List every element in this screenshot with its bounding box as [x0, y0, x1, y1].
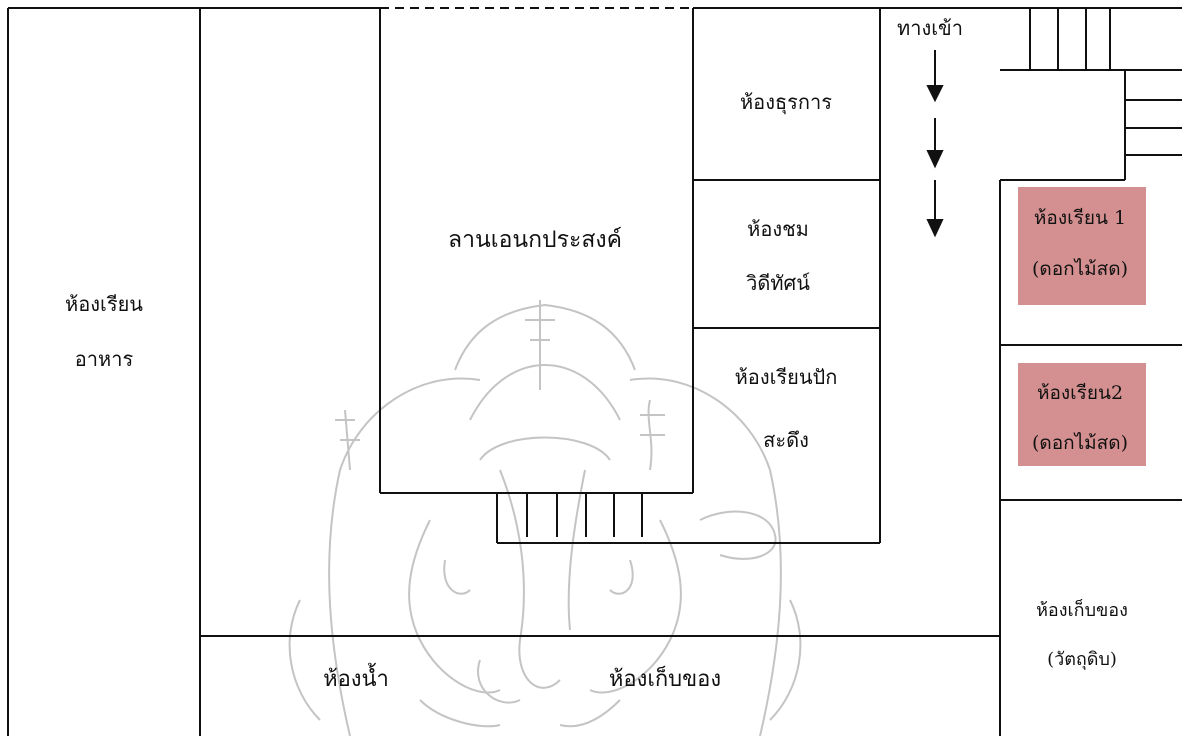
office-label: ห้องธุรการ: [740, 90, 832, 115]
video-room-label-line1: ห้องชม: [747, 217, 809, 241]
video-room-label-line2: วิดีทัศน์: [746, 271, 810, 295]
raw-storage-label-line2: (วัตถุดิบ): [1047, 649, 1117, 670]
ganesha-emblem-icon: [288, 300, 802, 736]
walls: [7, 7, 1182, 736]
cooking-room-label-line2: อาหาร: [75, 347, 134, 371]
classroom-2-highlight: [1018, 363, 1146, 466]
classroom-1-highlight: [1018, 187, 1146, 305]
cooking-room-label-line1: ห้องเรียน: [65, 292, 143, 316]
restroom-label: ห้องน้ำ: [323, 663, 389, 692]
classroom-2-label-line2: (ดอกไม้สด): [1032, 432, 1128, 454]
entrance-label: ทางเข้า: [897, 16, 963, 40]
entrance-arrows: [926, 50, 944, 238]
classroom-2-label-line1: ห้องเรียน2: [1037, 382, 1123, 404]
courtyard-label: ลานเอนกประสงค์: [448, 226, 622, 253]
classroom-1-label-line1: ห้องเรียน 1: [1034, 207, 1126, 229]
embroidery-room-label-line1: ห้องเรียนปัก: [735, 365, 838, 389]
classroom-1-label-line2: (ดอกไม้สด): [1032, 258, 1128, 280]
embroidery-room-label-line2: สะดึง: [763, 428, 809, 452]
raw-storage-label-line1: ห้องเก็บของ: [1036, 598, 1128, 621]
storage-label: ห้องเก็บของ: [609, 664, 721, 692]
